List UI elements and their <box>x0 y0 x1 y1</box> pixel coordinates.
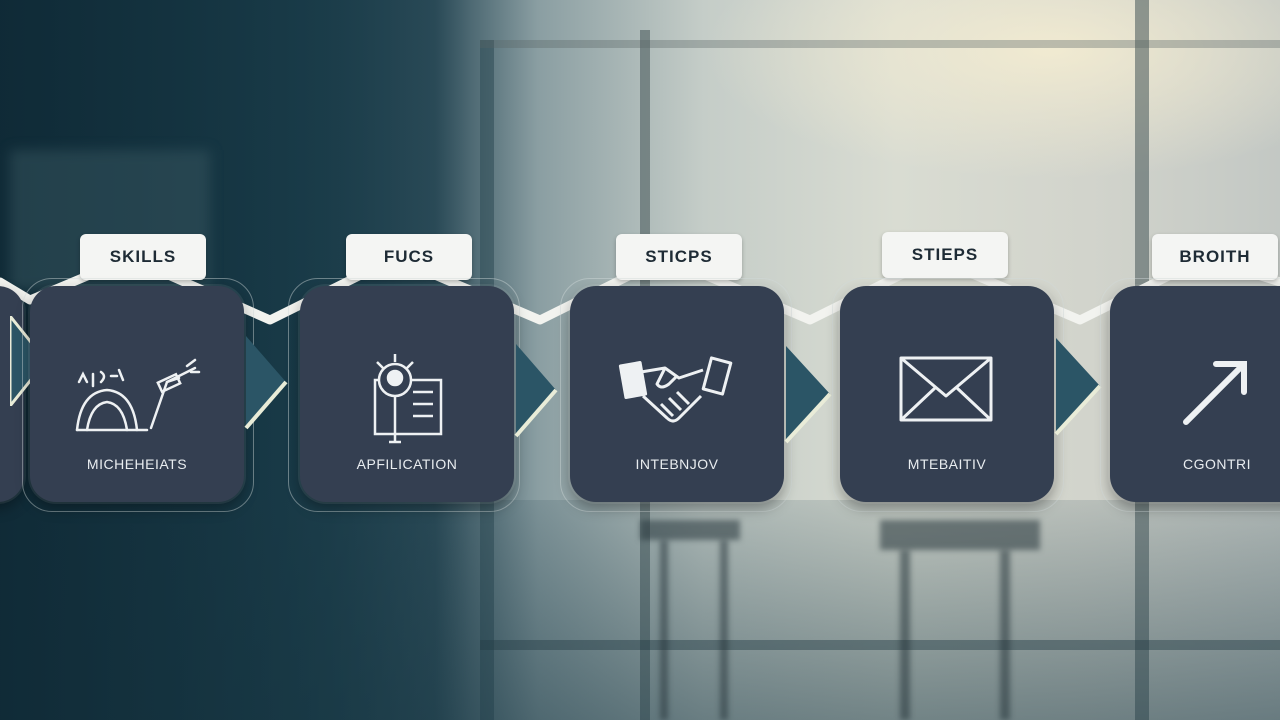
sketch-tools-icon <box>30 352 244 442</box>
step-4-tab: STIEPS <box>882 232 1008 278</box>
step-1-tab-label: SKILLS <box>109 247 177 266</box>
step-3-caption: INTEBNJOV <box>635 456 719 472</box>
step-5-card[interactable]: CGONTRI <box>1110 286 1280 502</box>
step-3-tab-label: STICPS <box>645 247 713 266</box>
step-4-card[interactable]: MTEBAITIV <box>840 286 1054 502</box>
envelope-icon <box>840 352 1054 442</box>
step-5-tab: BROITH <box>1152 234 1278 280</box>
step-1-card[interactable]: MICHEHEIATS <box>30 286 244 502</box>
step-3-tab: STICPS <box>616 234 742 280</box>
step-2-caption: APFILICATION <box>356 456 458 472</box>
handshake-icon <box>570 352 784 442</box>
step-4-caption: MTEBAITIV <box>907 456 987 472</box>
step-2-tab-label: FUCS <box>383 247 435 266</box>
step-5-caption: CGONTRI <box>1182 456 1252 472</box>
step-1-tab: SKILLS <box>80 234 206 280</box>
document-badge-icon <box>300 352 514 444</box>
arrow-up-right-icon <box>1110 352 1280 442</box>
step-2-card[interactable]: APFILICATION <box>300 286 514 502</box>
step-5-tab-label: BROITH <box>1179 247 1251 266</box>
step-4-tab-label: STIEPS <box>911 245 979 264</box>
step-1-caption: MICHEHEIATS <box>86 456 188 472</box>
step-3-card[interactable]: INTEBNJOV <box>570 286 784 502</box>
step-2-tab: FUCS <box>346 234 472 280</box>
